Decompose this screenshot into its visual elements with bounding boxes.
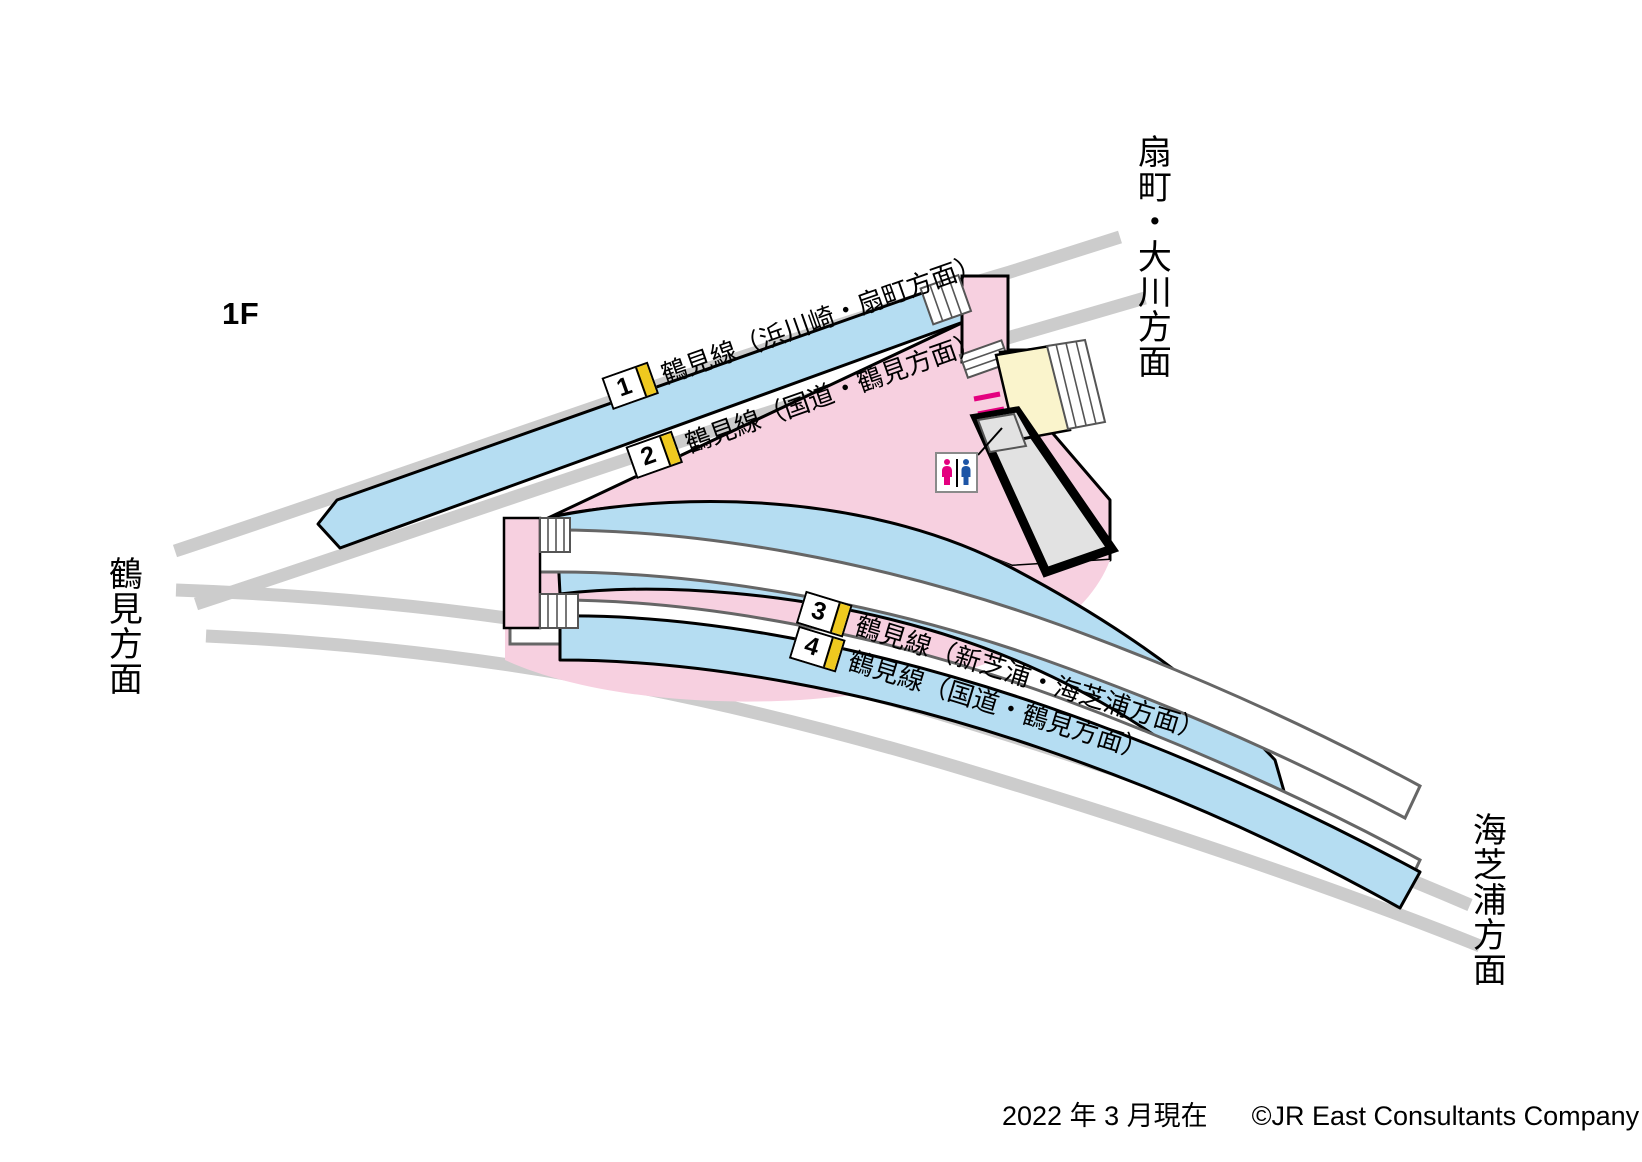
track-line-4	[205, 629, 1483, 953]
restroom-women-glyph	[941, 458, 952, 485]
exit-stairs	[1045, 338, 1107, 431]
platform-4-area	[558, 614, 1422, 910]
footer-copyright: ©JR East Consultants Company	[1251, 1101, 1640, 1131]
direction-label-umishibaura: 海芝浦方面	[1467, 812, 1506, 987]
floor-label: 1F	[222, 296, 260, 331]
restroom-leader-line	[977, 427, 1003, 456]
stair-west-upper	[539, 517, 571, 553]
stair-west-lower	[539, 593, 579, 629]
direction-label-tsurumi: 鶴見方面	[103, 556, 142, 696]
restroom-divider	[955, 458, 958, 487]
footer: 2022 年 3 月現在 ©JR East Consultants Compan…	[1002, 1094, 1639, 1133]
direction-label-ogimachi-okawa: 扇町・大川方面	[1132, 134, 1171, 379]
restroom-glyph	[941, 458, 970, 487]
station-building	[969, 406, 1120, 578]
footer-date: 2022 年 3 月現在	[1002, 1101, 1208, 1131]
stair-platform-1	[919, 273, 973, 326]
stair-column-west	[502, 516, 542, 630]
restroom-men-glyph	[961, 458, 970, 485]
restroom-icon	[935, 452, 978, 493]
